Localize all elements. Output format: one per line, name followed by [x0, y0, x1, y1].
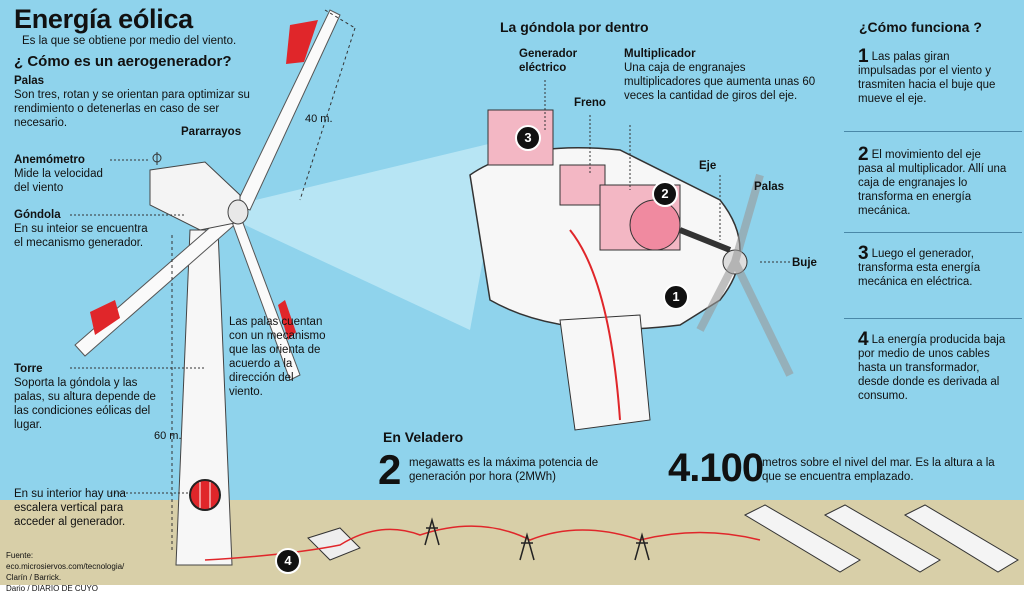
what-heading: ¿ Cómo es un aerogenerador?	[14, 53, 232, 70]
altitude-value: 4.100	[668, 446, 764, 490]
altitude-text: metros sobre el nivel del mar. Es la alt…	[762, 457, 995, 483]
shaft	[678, 227, 732, 253]
how-divider	[844, 318, 1022, 319]
power-text: megawatts es la máxima potencia de gener…	[409, 457, 599, 483]
veladero-heading: En Veladero	[383, 429, 464, 445]
interior-label: En su interior hay una escalera vertical…	[14, 488, 126, 528]
blade-right-tip	[278, 300, 296, 340]
marker-4: 4	[275, 548, 301, 574]
page-title: Energía eólica	[14, 4, 193, 34]
ladder-window	[189, 479, 221, 511]
tower-top	[559, 314, 651, 431]
freno-label: Freno	[574, 97, 606, 109]
pylons	[424, 517, 650, 561]
dim-60-label: 60 m.	[154, 430, 182, 442]
dim-line-40	[299, 27, 356, 201]
buje-label: Buje	[792, 257, 817, 269]
palas-orient-label: Las palas cuentan con un mecanismo que l…	[229, 316, 326, 398]
transformer	[307, 527, 361, 561]
blade-up-tip	[286, 20, 318, 64]
zoom-beam	[235, 140, 505, 330]
pararrayos-label: Pararrayos	[181, 126, 242, 138]
power-line	[204, 525, 761, 561]
eje-label: Eje	[699, 160, 717, 172]
how-heading: ¿Cómo funciona ?	[859, 19, 982, 35]
power-value: 2	[378, 446, 402, 493]
marker-2: 2	[652, 181, 678, 207]
how-divider	[844, 232, 1022, 233]
marker-3: 3	[515, 125, 541, 151]
turbine-tower	[175, 229, 233, 566]
marker-1: 1	[663, 284, 689, 310]
generador-label: Generador eléctrico	[519, 48, 578, 74]
blade-left-tip	[90, 300, 120, 335]
hub	[227, 199, 249, 225]
nacelle	[149, 161, 241, 231]
source-note: Fuente: eco.microsiervos.com/tecnologia/…	[6, 551, 125, 593]
palas-detail-label: Palas	[754, 181, 785, 193]
how-divider	[844, 131, 1022, 132]
generator-block	[487, 109, 554, 166]
anemometer	[152, 153, 162, 163]
brake-block	[559, 164, 606, 206]
gondola-inside-heading: La góndola por dentro	[500, 19, 649, 35]
multiplier-gear	[629, 199, 681, 251]
cable-in-tower	[569, 229, 621, 421]
detail-blades	[696, 173, 794, 377]
page-subtitle: Es la que se obtiene por medio del vient…	[22, 35, 237, 47]
dim-40-label: 40 m.	[305, 113, 333, 125]
buildings	[743, 504, 1019, 573]
